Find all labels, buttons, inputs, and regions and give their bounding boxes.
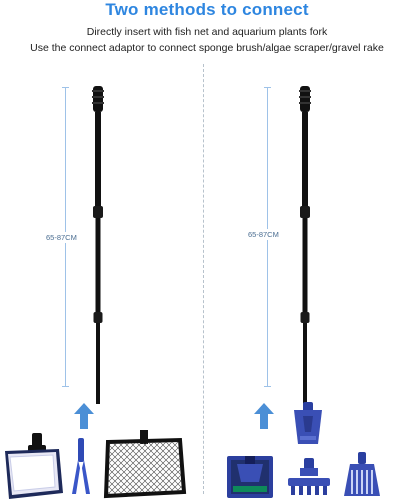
plant-fork-attachment (72, 438, 90, 494)
left-up-arrow-icon (74, 403, 94, 429)
left-extension-pole (92, 86, 104, 404)
right-length-label: 65-87CM (248, 229, 279, 240)
right-extension-pole (299, 86, 311, 404)
fish-net-attachment (103, 430, 187, 499)
sponge-brush-attachment (5, 433, 63, 499)
instruction-adaptor: Use the connect adaptor to connect spong… (30, 42, 384, 54)
page-title: Two methods to connect (105, 0, 309, 19)
left-length-label: 65-87CM (46, 232, 77, 243)
algae-scraper-attachment (227, 456, 273, 498)
panel-divider (203, 64, 204, 494)
instruction-direct-insert: Directly insert with fish net and aquari… (86, 26, 328, 38)
gravel-rake-attachment (288, 458, 330, 495)
right-up-arrow-icon (254, 403, 274, 429)
connect-adaptor (294, 402, 322, 444)
gravel-cleaner-scoop-attachment (344, 452, 380, 496)
